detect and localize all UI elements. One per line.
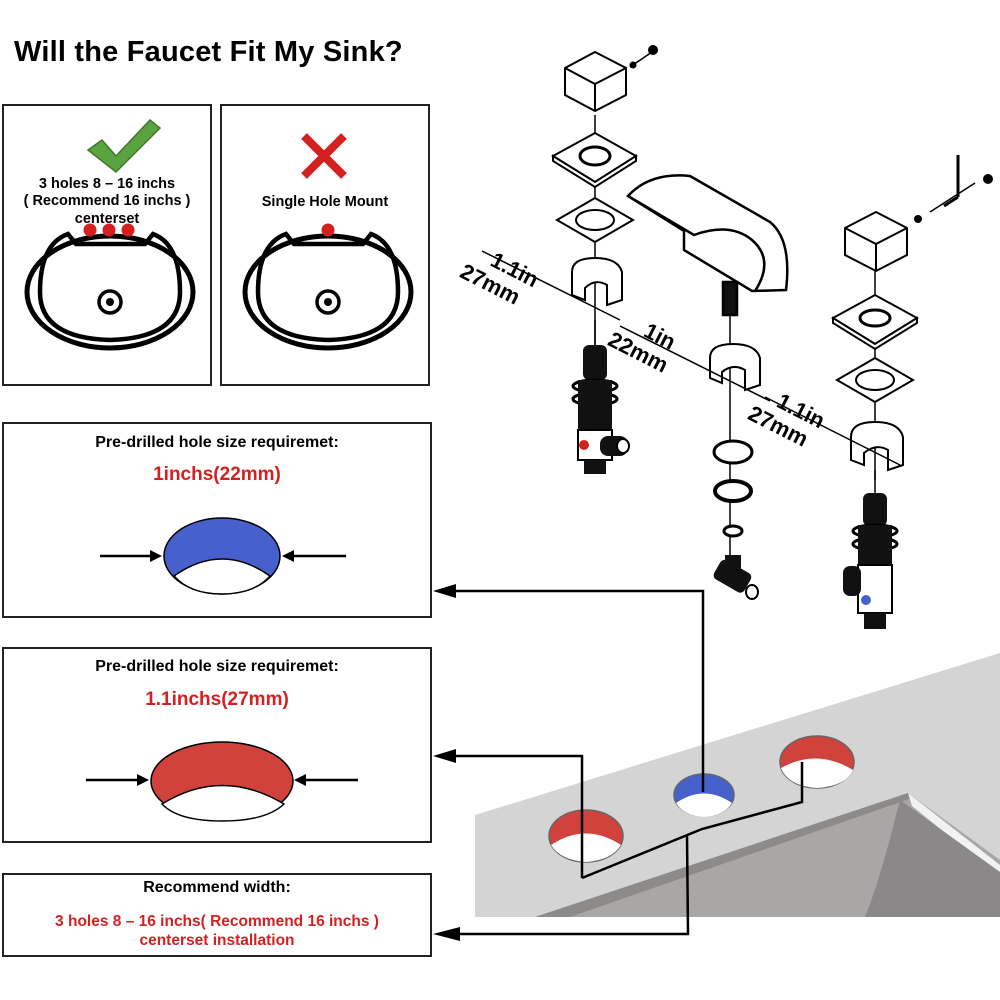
right-handle-assembly: [831, 155, 993, 480]
arrow-to-22mm-panel: [433, 584, 456, 598]
dimension-label-left: 1.1in 27mm: [456, 238, 543, 314]
fit-option-label-line: ( Recommend 16 inchs ): [23, 193, 191, 209]
hole-requirement-27mm: Pre-drilled hole size requiremet: 1.1inc…: [2, 647, 432, 843]
hole-requirement-22mm: Pre-drilled hole size requiremet: 1inchs…: [2, 422, 432, 618]
counter-hole-left: [548, 809, 624, 863]
connector-lines: [440, 589, 804, 936]
left-handle-assembly: [551, 45, 658, 345]
dimension-label-center: 1in 22mm: [604, 306, 682, 378]
fit-option-label-line: 3 holes 8 – 16 inchs: [38, 176, 176, 192]
counter-hole-center: [673, 773, 735, 817]
dimension-lines: [481, 250, 901, 466]
tee-connector: [713, 555, 759, 600]
arrow-to-27mm-panel: [433, 749, 456, 763]
fit-option-label-line: Single Hole Mount: [261, 194, 389, 210]
checkmark-icon: [86, 118, 162, 174]
recommend-line1: 3 holes 8 – 16 inchs( Recommend 16 inchs…: [55, 913, 379, 930]
cross-icon: [301, 133, 347, 179]
hole-diagram-blue: [100, 517, 346, 595]
hole-requirement-heading: Pre-drilled hole size requiremet:: [95, 658, 339, 675]
arrow-to-recommend-panel: [433, 927, 460, 941]
recommend-width: Recommend width: 3 holes 8 – 16 inchs( R…: [2, 873, 432, 957]
dimension-label-right: 1.1in 27mm: [744, 380, 829, 455]
recommend-line2: centerset installation: [139, 932, 295, 949]
center-parts: [709, 342, 761, 538]
fit-option-three-holes: 3 holes 8 – 16 inchs ( Recommend 16 inch…: [2, 104, 212, 386]
recommend-heading: Recommend width:: [143, 879, 291, 896]
hole-requirement-size: 1inchs(22mm): [153, 464, 281, 485]
hole-requirement-heading: Pre-drilled hole size requiremet:: [95, 434, 339, 451]
fit-option-single-hole: Single Hole Mount: [220, 104, 430, 386]
hole-requirement-size: 1.1inchs(27mm): [145, 689, 289, 710]
counter-hole-right: [779, 735, 855, 789]
right-valve-cold: [843, 470, 899, 629]
page-title: Will the Faucet Fit My Sink?: [14, 36, 403, 68]
sink-three-holes-icon: [24, 223, 196, 351]
countertop: [475, 653, 1000, 917]
sink-single-hole-icon: [242, 223, 414, 351]
hole-diagram-red: [86, 741, 358, 822]
fit-option-label-line: centerset: [74, 211, 140, 227]
